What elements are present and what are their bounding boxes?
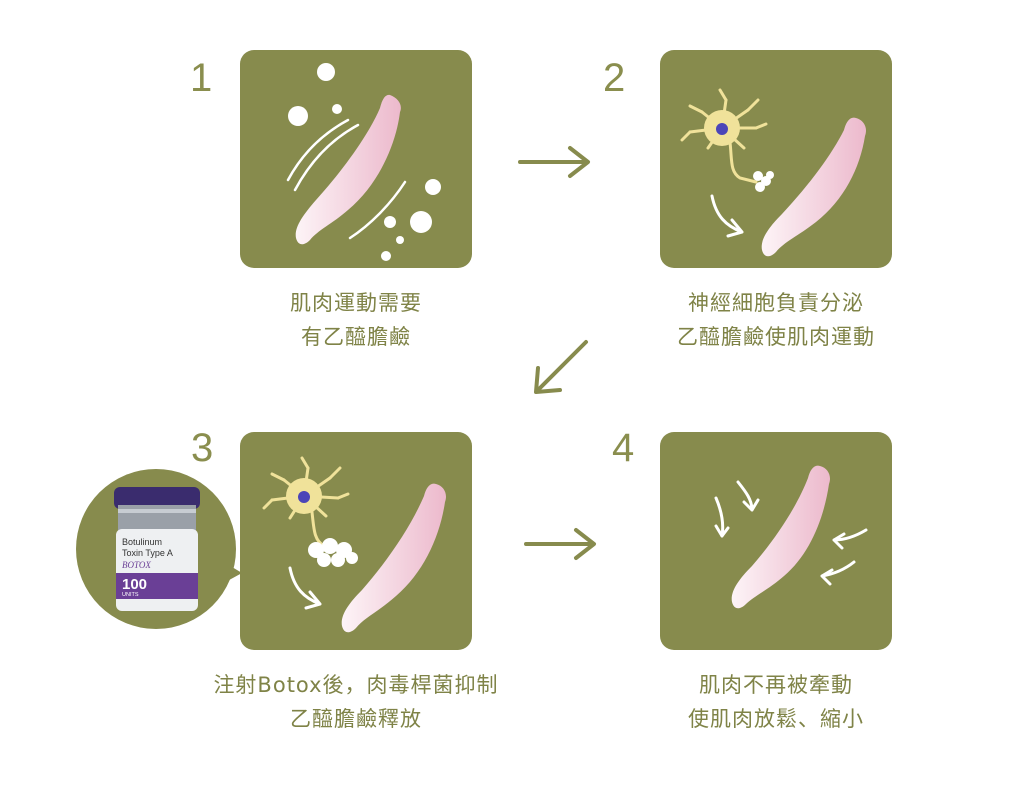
step-3-panel bbox=[240, 432, 472, 650]
step-3-caption-line2: 乙醯膽鹼釋放 bbox=[290, 707, 422, 731]
step-4-number: 4 bbox=[612, 426, 635, 470]
muscle-shape bbox=[761, 117, 866, 257]
neuron-nucleus bbox=[716, 123, 728, 135]
vial-label-line1: Botulinum bbox=[122, 537, 162, 547]
step-3-illustration bbox=[262, 456, 446, 633]
vial-dose: 100 bbox=[122, 576, 147, 593]
step-2-caption-line2: 乙醯膽鹼使肌肉運動 bbox=[677, 325, 875, 349]
step-1-caption-line2: 有乙醯膽鹼 bbox=[301, 325, 411, 349]
step-3-caption-line1: 注射Botox後，肉毒桿菌抑制 bbox=[213, 673, 499, 697]
neuron-nucleus bbox=[298, 491, 310, 503]
step-1-panel bbox=[240, 50, 472, 268]
arrow-step3-to-step4 bbox=[524, 528, 596, 560]
step-1-caption: 肌肉運動需要 有乙醯膽鹼 bbox=[206, 286, 506, 354]
step-1-caption-line1: 肌肉運動需要 bbox=[290, 291, 422, 315]
release-arrow bbox=[710, 194, 744, 238]
step-3-caption: 注射Botox後，肉毒桿菌抑制 乙醯膽鹼釋放 bbox=[196, 668, 516, 736]
step-2-caption: 神經細胞負責分泌 乙醯膽鹼使肌肉運動 bbox=[626, 286, 926, 354]
vial-dose-unit: UNITS bbox=[122, 592, 139, 598]
step-4-caption-line2: 使肌肉放鬆、縮小 bbox=[688, 707, 864, 731]
step-1-number: 1 bbox=[190, 56, 213, 100]
step-2-number: 2 bbox=[603, 56, 626, 100]
step-4-panel bbox=[660, 432, 892, 650]
step-2-illustration bbox=[680, 88, 866, 257]
botox-vial bbox=[114, 487, 200, 611]
arrow-step1-to-step2 bbox=[518, 146, 590, 178]
muscle-shape bbox=[341, 483, 446, 633]
step-1-illustration bbox=[286, 63, 441, 261]
motion-lines bbox=[286, 118, 407, 240]
botox-vial-callout: Botulinum Toxin Type A BOTOX 100 UNITS bbox=[76, 469, 242, 629]
step-3-number: 3 bbox=[191, 426, 214, 470]
step-4-caption: 肌肉不再被牽動 使肌肉放鬆、縮小 bbox=[626, 668, 926, 736]
step-2-caption-line1: 神經細胞負責分泌 bbox=[688, 291, 864, 315]
compression-arrows bbox=[714, 480, 868, 586]
arrow-step2-to-step3 bbox=[534, 340, 588, 394]
blocked-arrow bbox=[288, 566, 322, 610]
step-2-panel bbox=[660, 50, 892, 268]
blocked-vesicles bbox=[308, 538, 358, 567]
acetylcholine-vesicles bbox=[753, 171, 774, 192]
particle-dots bbox=[288, 63, 441, 261]
vial-brand: BOTOX bbox=[122, 560, 151, 570]
muscle-shape bbox=[731, 465, 830, 609]
muscle-shape bbox=[295, 94, 401, 245]
step-4-caption-line1: 肌肉不再被牽動 bbox=[699, 673, 853, 697]
step-4-illustration bbox=[714, 465, 868, 609]
vial-label-line2: Toxin Type A bbox=[122, 548, 173, 558]
